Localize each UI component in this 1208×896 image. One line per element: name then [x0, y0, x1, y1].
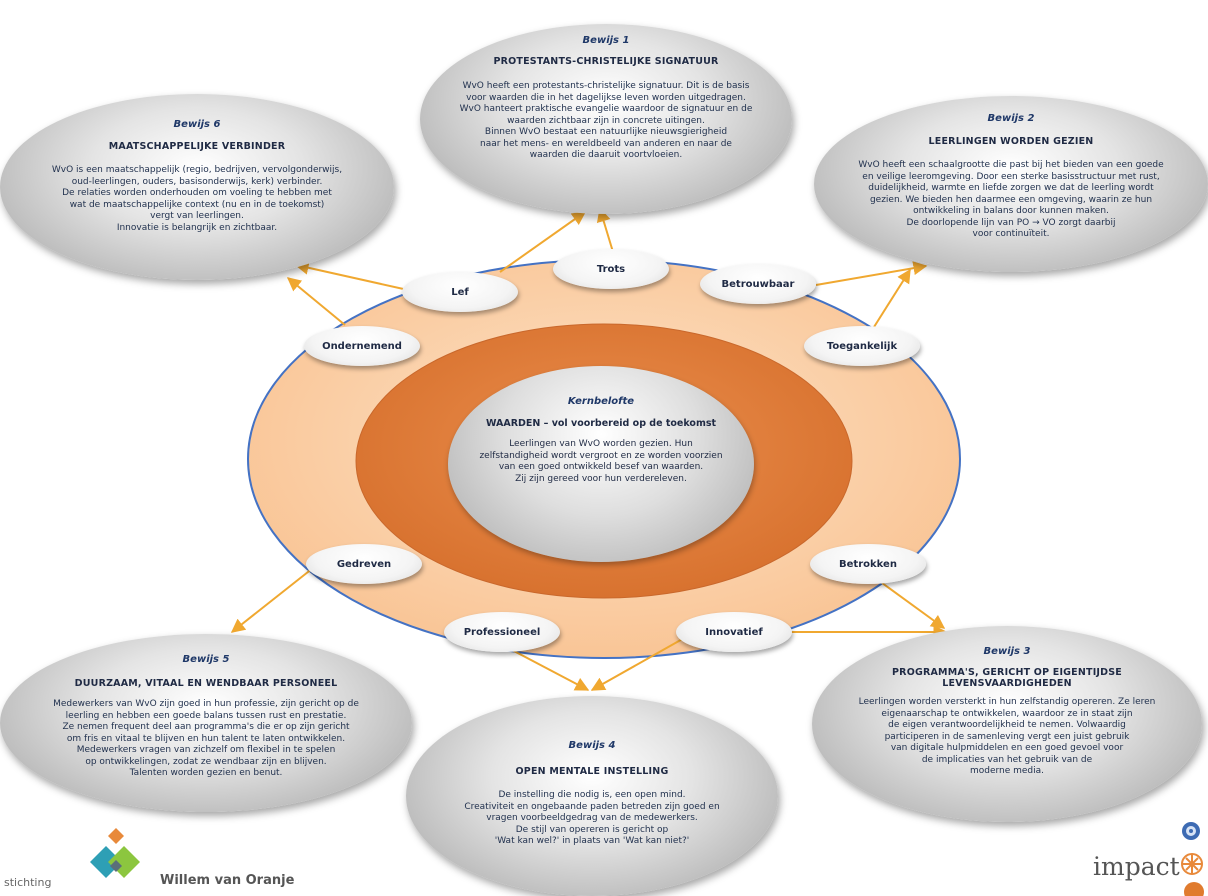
- stichting-logo: stichting Willem van Oranje: [4, 828, 304, 894]
- bewijs-4-bubble: Bewijs 4 OPEN MENTALE INSTELLING De inst…: [406, 696, 778, 896]
- bewijs-text: De instelling die nodig is, een open min…: [464, 790, 720, 846]
- core-kicker: Kernbelofte: [567, 396, 635, 407]
- bewijs-2-bubble: Bewijs 2 LEERLINGEN WORDEN GEZIEN WvO he…: [814, 96, 1208, 272]
- value-betrokken: Betrokken: [810, 544, 926, 584]
- bewijs-title: LEERLINGEN WORDEN GEZIEN: [928, 136, 1094, 147]
- value-gedreven: Gedreven: [306, 544, 422, 584]
- core-title: WAARDEN – vol voorbereid op de toekomst: [485, 418, 717, 429]
- bewijs-text: WvO heeft een protestants-christelijke s…: [459, 81, 753, 160]
- value-trots: Trots: [553, 249, 669, 289]
- bewijs-kicker: Bewijs 3: [983, 646, 1031, 657]
- bewijs-1-bubble: Bewijs 1 PROTESTANTS-CHRISTELIJKE SIGNAT…: [420, 24, 792, 214]
- impact-flower-icon: [1181, 853, 1203, 875]
- value-innovatief: Innovatief: [676, 612, 792, 652]
- bewijs-kicker: Bewijs 6: [173, 119, 221, 130]
- bewijs-text: Leerlingen worden versterkt in hun zelfs…: [858, 697, 1156, 776]
- wvo-logo-mark-icon: [90, 828, 140, 878]
- value-betrouwbaar: Betrouwbaar: [700, 264, 816, 304]
- bewijs-title: PROTESTANTS-CHRISTELIJKE SIGNATUUR: [493, 56, 719, 67]
- cd-icon: [1182, 822, 1200, 840]
- bewijs-kicker: Bewijs 1: [582, 35, 630, 46]
- bewijs-text: Medewerkers van WvO zijn goed in hun pro…: [53, 699, 359, 778]
- bewijs-3-bubble: Bewijs 3 PROGRAMMA'S, GERICHT OP EIGENTI…: [812, 626, 1202, 822]
- bewijs-kicker: Bewijs 5: [182, 654, 230, 665]
- bewijs-kicker: Bewijs 2: [987, 113, 1035, 124]
- bewijs-kicker: Bewijs 4: [568, 740, 616, 751]
- value-ondernemend: Ondernemend: [304, 326, 420, 366]
- orange-dot-icon: [1184, 882, 1204, 896]
- bewijs-text: WvO is een maatschappelijk (regio, bedri…: [51, 165, 343, 233]
- bewijs-title: OPEN MENTALE INSTELLING: [515, 766, 669, 777]
- bewijs-title: DUURZAAM, VITAAL EN WENDBAAR PERSONEEL: [74, 678, 338, 689]
- bewijs-6-bubble: Bewijs 6 MAATSCHAPPELIJKE VERBINDER WvO …: [0, 94, 394, 280]
- stichting-label: stichting: [4, 876, 52, 889]
- impact-logo: impact: [1093, 852, 1180, 881]
- value-professioneel: Professioneel: [444, 612, 560, 652]
- bewijs-text: WvO heeft een schaalgrootte die past bij…: [858, 160, 1164, 239]
- value-lef: Lef: [402, 272, 518, 312]
- core-bubble: Kernbelofte WAARDEN – vol voorbereid op …: [448, 366, 754, 562]
- bewijs-title: MAATSCHAPPELIJKE VERBINDER: [108, 141, 286, 152]
- bewijs-5-bubble: Bewijs 5 DUURZAAM, VITAAL EN WENDBAAR PE…: [0, 634, 412, 812]
- value-toegankelijk: Toegankelijk: [804, 326, 920, 366]
- school-name: Willem van Oranje: [160, 873, 295, 888]
